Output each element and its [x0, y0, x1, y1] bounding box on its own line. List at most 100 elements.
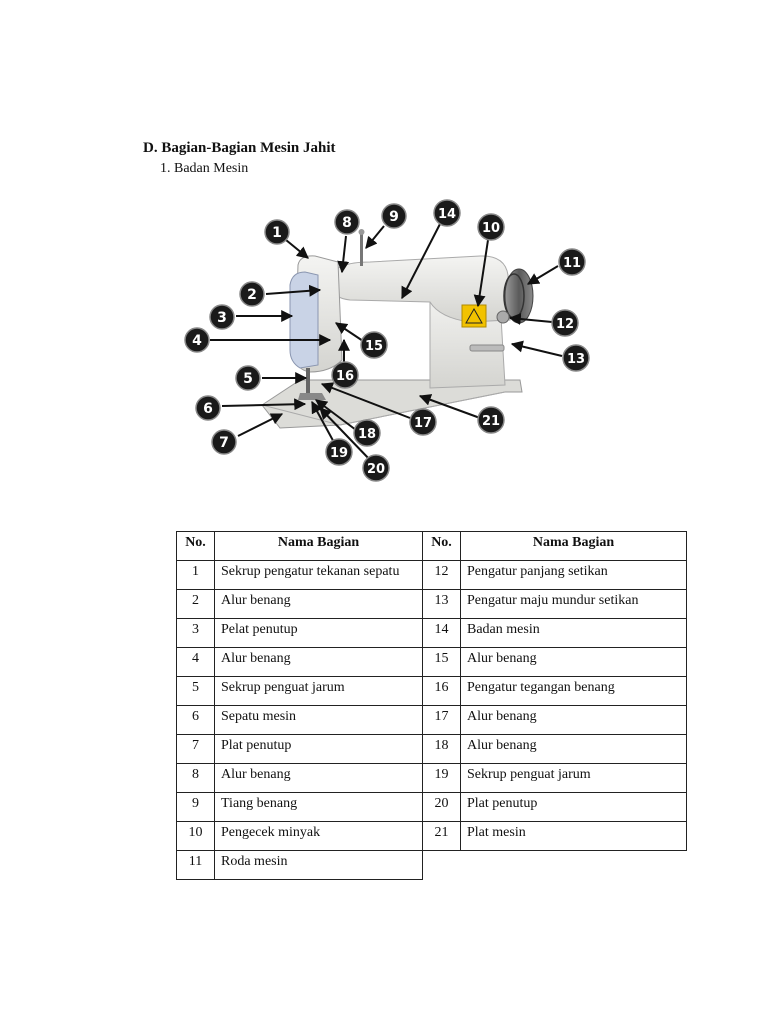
sewing-machine-diagram: 1 2 3 4 5 6 7 8 9 14 10 11 12 13 15 16 1…: [184, 199, 590, 482]
part-name: Badan mesin: [460, 618, 687, 648]
part-number: 1: [176, 560, 215, 590]
part-name: Alur benang: [460, 734, 687, 764]
svg-text:18: 18: [358, 427, 376, 442]
callout-20: 20: [362, 454, 390, 482]
svg-text:6: 6: [203, 401, 213, 417]
svg-text:15: 15: [365, 339, 383, 354]
part-number: 4: [176, 647, 215, 677]
part-number: 7: [176, 734, 215, 764]
part-number: 17: [422, 705, 461, 735]
header-no: No.: [176, 531, 215, 561]
part-name: Pelat penutup: [214, 618, 423, 648]
callout-19: 19: [325, 438, 353, 466]
svg-text:7: 7: [219, 435, 229, 451]
part-number: 21: [422, 821, 461, 851]
callout-1: 1: [264, 219, 290, 245]
part-name: Alur benang: [460, 647, 687, 677]
part-number: 20: [422, 792, 461, 822]
part-name: Plat penutup: [460, 792, 687, 822]
part-name: Sekrup penguat jarum: [460, 763, 687, 793]
callout-17: 17: [409, 408, 437, 436]
part-name: Pengatur maju mundur setikan: [460, 589, 687, 619]
part-number: 2: [176, 589, 215, 619]
svg-text:21: 21: [482, 414, 500, 429]
part-name: Plat penutup: [214, 734, 423, 764]
empty-cell: [461, 851, 687, 880]
callout-9: 9: [381, 203, 407, 229]
callout-10: 10: [477, 213, 505, 241]
part-name: Alur benang: [214, 647, 423, 677]
callout-3: 3: [209, 304, 235, 330]
svg-text:5: 5: [243, 371, 253, 387]
part-number: 12: [422, 560, 461, 590]
part-number: 3: [176, 618, 215, 648]
part-name: Pengecek minyak: [214, 821, 423, 851]
part-number: 10: [176, 821, 215, 851]
header-name-2: Nama Bagian: [460, 531, 687, 561]
part-number: 5: [176, 676, 215, 706]
part-name: Tiang benang: [214, 792, 423, 822]
svg-text:20: 20: [367, 462, 385, 477]
part-number: 15: [422, 647, 461, 677]
callout-arrows: [210, 223, 563, 463]
part-number: 6: [176, 705, 215, 735]
svg-text:13: 13: [567, 352, 585, 367]
svg-text:11: 11: [563, 256, 581, 271]
part-number: 14: [422, 618, 461, 648]
machine-drawing: [261, 229, 534, 429]
callout-21: 21: [477, 406, 505, 434]
callout-5: 5: [235, 365, 261, 391]
callout-11: 11: [558, 248, 586, 276]
svg-text:10: 10: [482, 221, 500, 236]
svg-text:2: 2: [247, 287, 257, 303]
part-number: 16: [422, 676, 461, 706]
svg-text:9: 9: [389, 209, 399, 225]
svg-text:12: 12: [556, 317, 574, 332]
part-name: Alur benang: [214, 763, 423, 793]
svg-text:19: 19: [330, 446, 348, 461]
callout-8: 8: [334, 209, 360, 235]
callout-6: 6: [195, 395, 221, 421]
part-name: Sepatu mesin: [214, 705, 423, 735]
part-name: Alur benang: [214, 589, 423, 619]
part-name: Plat mesin: [460, 821, 687, 851]
part-name: Pengatur panjang setikan: [460, 560, 687, 590]
callout-13: 13: [562, 344, 590, 372]
svg-text:14: 14: [438, 207, 456, 222]
part-name: Pengatur tegangan benang: [460, 676, 687, 706]
callout-14: 14: [433, 199, 461, 227]
part-number: 9: [176, 792, 215, 822]
subsection-heading: 1. Badan Mesin: [160, 161, 249, 176]
part-name: Alur benang: [460, 705, 687, 735]
callout-7: 7: [211, 429, 237, 455]
svg-text:4: 4: [192, 333, 202, 349]
callout-2: 2: [239, 281, 265, 307]
callout-badges: 1 2 3 4 5 6 7 8 9 14 10 11 12 13 15 16 1…: [184, 199, 590, 482]
svg-text:16: 16: [336, 369, 354, 384]
svg-text:8: 8: [342, 215, 352, 231]
table-header-row: No. Nama Bagian No. Nama Bagian: [176, 531, 687, 561]
callout-18: 18: [353, 419, 381, 447]
callout-15: 15: [360, 331, 388, 359]
empty-cell: [423, 851, 461, 880]
header-no-2: No.: [422, 531, 461, 561]
part-name: Sekrup penguat jarum: [214, 676, 423, 706]
callout-4: 4: [184, 327, 210, 353]
header-name: Nama Bagian: [214, 531, 423, 561]
part-name: Roda mesin: [214, 850, 423, 880]
part-number: 11: [176, 850, 215, 880]
part-number: 19: [422, 763, 461, 793]
part-number: 8: [176, 763, 215, 793]
svg-text:3: 3: [217, 310, 227, 326]
